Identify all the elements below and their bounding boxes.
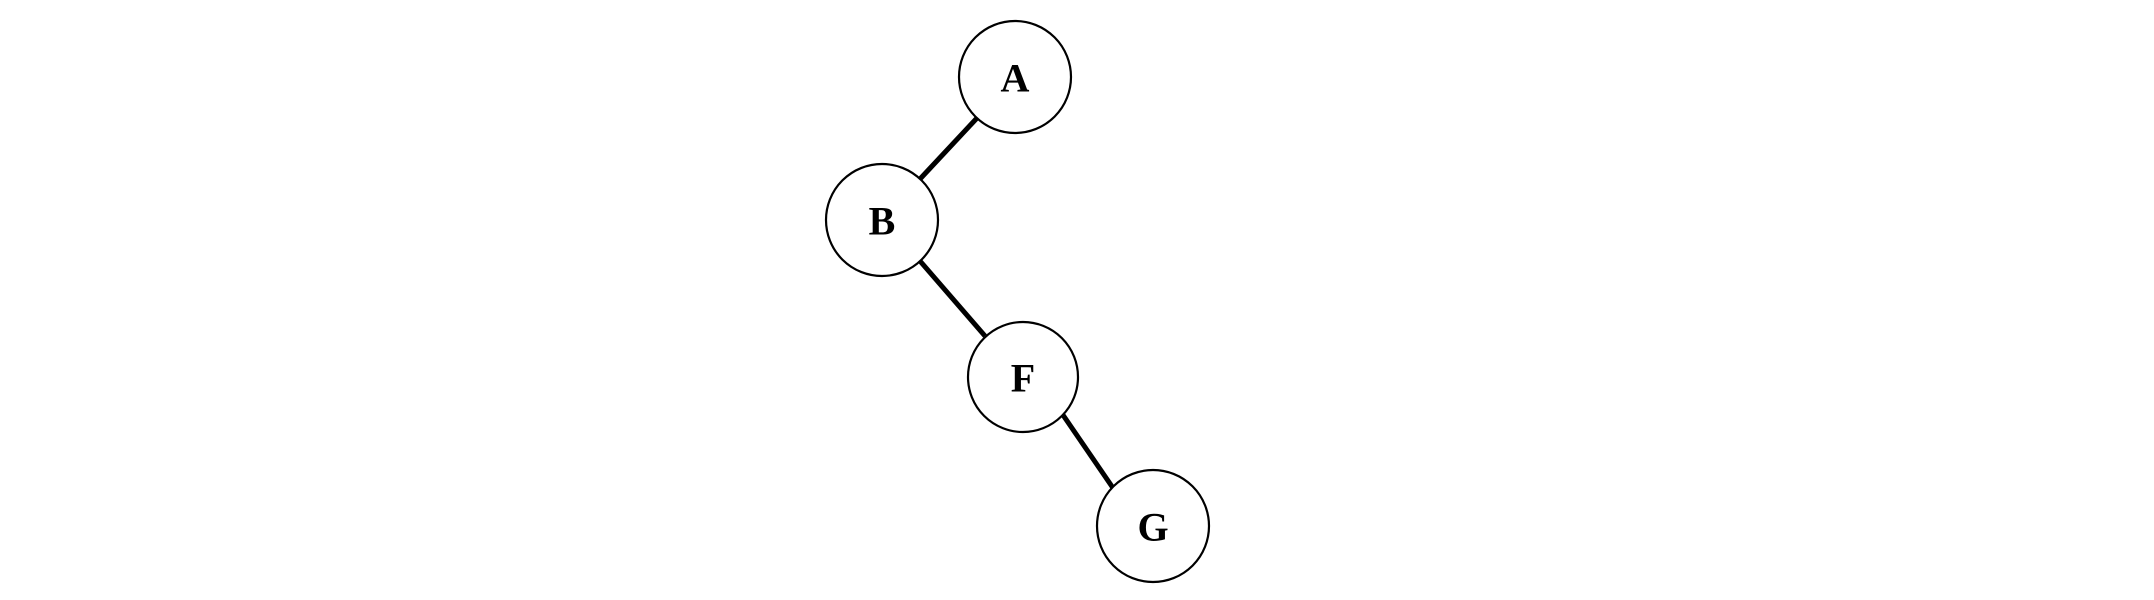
- edge-group: [918, 116, 1116, 490]
- node-a[interactable]: A: [957, 19, 1073, 135]
- edge-a-b: [918, 116, 979, 181]
- node-f-circle[interactable]: [966, 320, 1080, 434]
- node-a-label: A: [1001, 56, 1030, 101]
- node-a-circle[interactable]: [957, 19, 1073, 135]
- node-g[interactable]: G: [1095, 468, 1211, 584]
- node-b[interactable]: B: [824, 162, 940, 278]
- node-f-label: F: [1011, 356, 1035, 401]
- node-f[interactable]: F: [966, 320, 1080, 434]
- node-b-circle[interactable]: [824, 162, 940, 278]
- node-g-circle[interactable]: [1095, 468, 1211, 584]
- edge-b-f: [918, 259, 987, 338]
- node-b-label: B: [869, 199, 896, 244]
- node-g-label: G: [1137, 505, 1168, 550]
- node-group: A B F G: [824, 19, 1211, 584]
- edge-f-g: [1060, 413, 1116, 490]
